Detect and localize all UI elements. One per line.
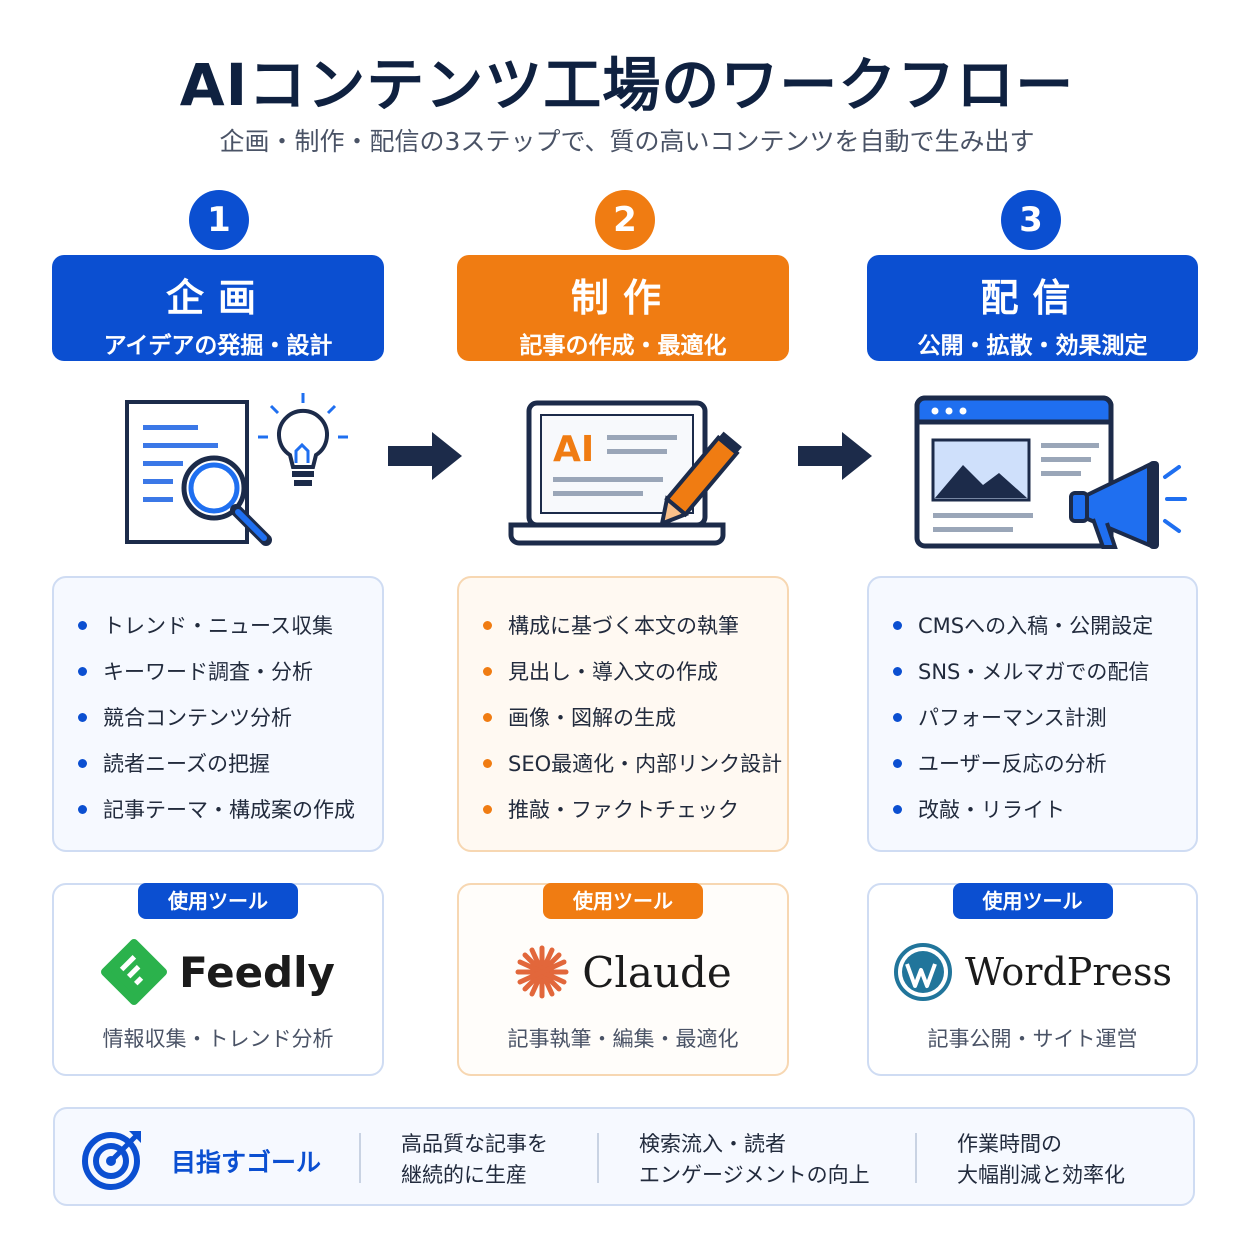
list-item: CMSへの入稿・公開設定 <box>893 602 1196 648</box>
list-item: パフォーマンス計測 <box>893 694 1196 740</box>
step-1-subtitle: アイデアの発掘・設計 <box>103 333 333 359</box>
step-1-tool-card: 使用ツール Feedly 情報収集・トレンド分析 <box>52 883 384 1076</box>
step-3-number: 3 <box>1001 190 1061 250</box>
tool-label: 使用ツール <box>952 883 1113 919</box>
step-1-task-list: トレンド・ニュース収集 キーワード調査・分析 競合コンテンツ分析 読者ニーズの把… <box>52 576 384 852</box>
step-3-tool-card: 使用ツール WordPress 記事公開・サイト運営 <box>867 883 1198 1076</box>
step-2-task-list: 構成に基づく本文の執筆 見出し・導入文の作成 画像・図解の生成 SEO最適化・内… <box>457 576 789 852</box>
tool-description: 情報収集・トレンド分析 <box>102 1027 334 1051</box>
tool-label: 使用ツール <box>138 883 298 919</box>
goal-banner: 目指すゴール 高品質な記事を継続的に生産 検索流入・読者エンゲージメントの向上 … <box>53 1107 1195 1206</box>
wordpress-logo: WordPress <box>869 941 1196 1003</box>
goal-divider <box>359 1133 361 1183</box>
laptop-screen-text: AI <box>553 429 594 470</box>
list-item: 記事テーマ・構成案の作成 <box>78 786 382 832</box>
laptop-ai-pencil-icon: AI <box>508 400 742 546</box>
tool-name: WordPress <box>964 950 1173 994</box>
tool-name: Feedly <box>179 947 335 997</box>
step-1-number: 1 <box>189 190 249 250</box>
goal-item: 高品質な記事を継続的に生産 <box>401 1132 548 1187</box>
tool-label: 使用ツール <box>543 883 703 919</box>
step-1-header: 企画 アイデアの発掘・設計 <box>52 255 384 361</box>
goal-item: 検索流入・読者エンゲージメントの向上 <box>639 1132 870 1187</box>
claude-sparkle-icon <box>515 945 569 999</box>
list-item: 読者ニーズの把握 <box>78 740 382 786</box>
document-search-lightbulb-icon <box>125 393 348 546</box>
goal-item: 作業時間の大幅削減と効率化 <box>957 1132 1125 1187</box>
list-item: キーワード調査・分析 <box>78 648 382 694</box>
step-2-number: 2 <box>595 190 655 250</box>
tool-name: Claude <box>582 947 732 997</box>
arrow-right-icon <box>388 432 462 480</box>
list-item: SNS・メルマガでの配信 <box>893 648 1196 694</box>
feedly-logo: Feedly <box>54 939 382 1005</box>
list-item: ユーザー反応の分析 <box>893 740 1196 786</box>
target-icon <box>82 1131 141 1190</box>
list-item: トレンド・ニュース収集 <box>78 602 382 648</box>
list-item: SEO最適化・内部リンク設計 <box>483 740 787 786</box>
step-3-subtitle: 公開・拡散・効果測定 <box>917 333 1148 359</box>
goal-divider <box>597 1133 599 1183</box>
browser-megaphone-icon <box>914 395 1187 549</box>
step-2-tool-card: 使用ツール Claude 記事執筆・編集・最適化 <box>457 883 789 1076</box>
list-item: 改敲・リライト <box>893 786 1196 832</box>
step-3-header: 配信 公開・拡散・効果測定 <box>867 255 1198 361</box>
step-2-header: 制作 記事の作成・最適化 <box>457 255 789 361</box>
step-3-title: 配信 <box>980 276 1085 320</box>
page-title: AIコンテンツ工場のワークフロー <box>179 51 1075 119</box>
wordpress-logo-icon <box>893 943 952 1001</box>
arrow-right-icon <box>798 432 872 480</box>
tool-description: 記事執筆・編集・最適化 <box>507 1027 739 1051</box>
step-3-task-list: CMSへの入稿・公開設定 SNS・メルマガでの配信 パフォーマンス計測 ユーザー… <box>867 576 1198 852</box>
list-item: 構成に基づく本文の執筆 <box>483 602 787 648</box>
page-subtitle: 企画・制作・配信の3ステップで、質の高いコンテンツを自動で生み出す <box>219 127 1035 156</box>
list-item: 画像・図解の生成 <box>483 694 787 740</box>
step-2-subtitle: 記事の作成・最適化 <box>519 333 727 359</box>
list-item: 競合コンテンツ分析 <box>78 694 382 740</box>
tool-description: 記事公開・サイト運営 <box>927 1027 1138 1051</box>
goal-label: 目指すゴール <box>171 1148 322 1177</box>
step-2-title: 制作 <box>570 276 675 320</box>
goal-divider <box>915 1133 917 1183</box>
list-item: 見出し・導入文の作成 <box>483 648 787 694</box>
step-1-title: 企画 <box>165 276 270 320</box>
list-item: 推敲・ファクトチェック <box>483 786 787 832</box>
claude-logo: Claude <box>459 941 787 1003</box>
feedly-logo-icon <box>101 939 168 1005</box>
